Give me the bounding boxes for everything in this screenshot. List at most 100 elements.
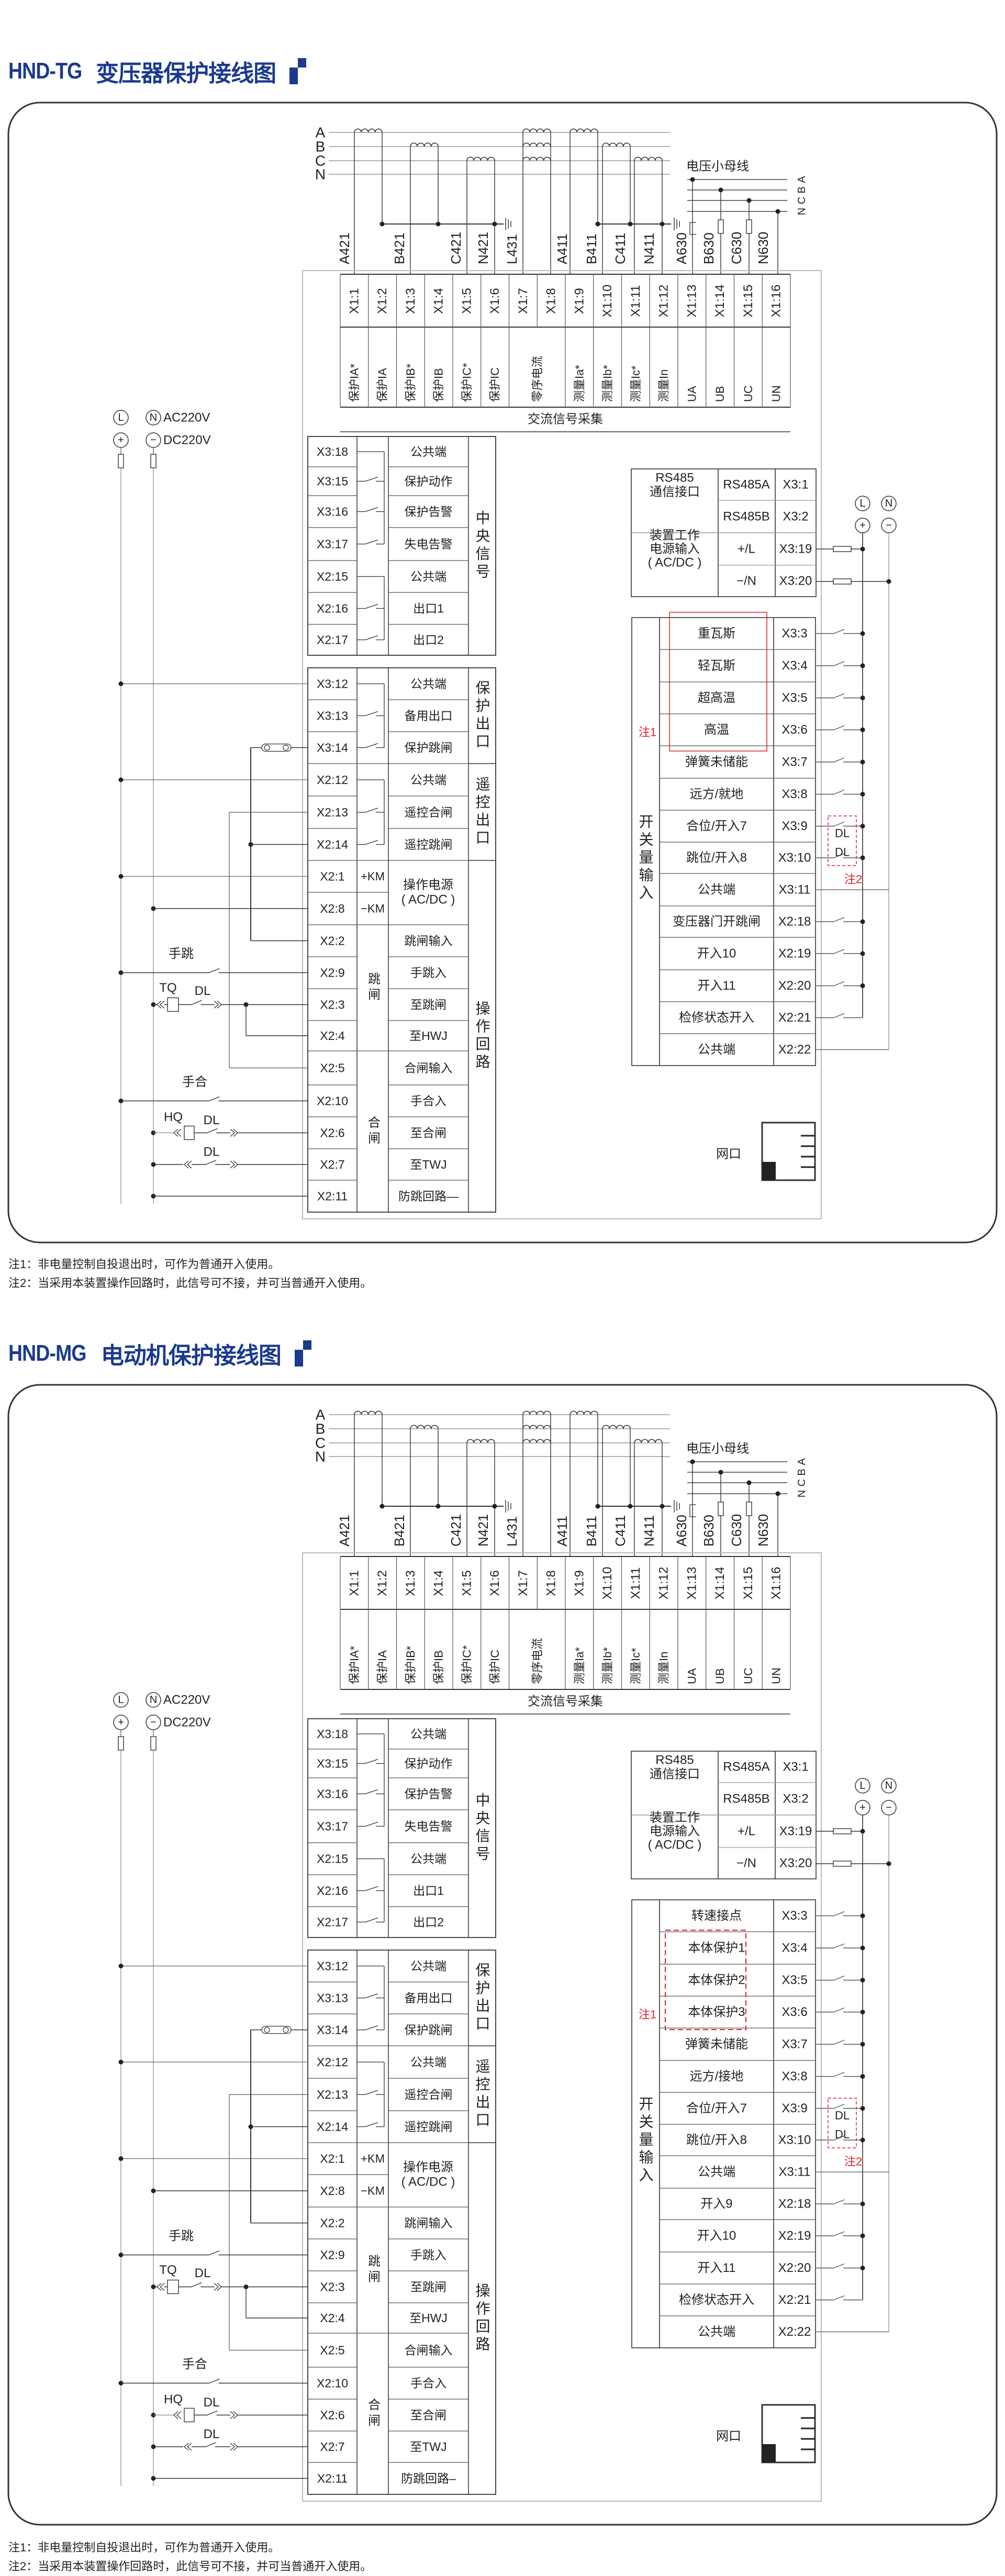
- dc220v-label: DC220V: [163, 433, 211, 447]
- contact-icon: [833, 949, 845, 954]
- x1-signal: UB: [713, 1668, 727, 1684]
- contact-icon: [833, 981, 845, 987]
- x1-terminal: X1:14: [713, 1567, 727, 1600]
- contact-icon: [191, 1000, 202, 1005]
- terminal-function: 手合入: [410, 1094, 446, 1108]
- wire-label: C421: [448, 1514, 464, 1547]
- junction-dot: [118, 1964, 124, 1968]
- comm-terminal: X3:1: [783, 1760, 808, 1774]
- x1-signal: 保护IB*: [404, 1645, 417, 1684]
- trip-group-label: 跳闸: [366, 972, 381, 1004]
- terminal-block: [307, 1950, 496, 2495]
- fuse-icon: [118, 454, 124, 468]
- comm-terminal: X3:1: [783, 478, 808, 492]
- terminal-group-label: 保护出口: [474, 680, 490, 751]
- terminal-number: X2:8: [320, 902, 344, 915]
- junction-dot: [118, 2059, 124, 2065]
- terminal-function: 合闸输入: [405, 1061, 453, 1075]
- junction-dot: [595, 221, 600, 227]
- breaker-aux-label: DL: [204, 2395, 220, 2410]
- fuse-icon: [150, 454, 157, 468]
- junction-dot: [660, 221, 665, 227]
- switch-input-terminal: X3:4: [781, 659, 807, 673]
- switch-input-label: 跳位/开入8: [686, 851, 747, 865]
- contact-icon: [833, 1013, 845, 1018]
- x1-terminal: X1:2: [375, 1570, 389, 1596]
- voltage-bus-label: 电压小母线: [686, 160, 749, 174]
- rs485-label: 通信接口: [650, 1767, 700, 1782]
- switch-input-label: 本体保护3: [688, 2005, 745, 2019]
- terminal-group-label: 遥控出口: [474, 776, 490, 847]
- switch-input-group-label: 开关量输入: [638, 2096, 654, 2185]
- network-port-icon: [762, 2444, 776, 2462]
- switch-input-label: 公共端: [698, 2165, 735, 2179]
- fuse-icon: [833, 1828, 852, 1834]
- ct-coil-icon: [466, 156, 495, 161]
- switch-input-terminal: X2:21: [778, 2293, 811, 2307]
- contact-icon: [833, 917, 845, 922]
- bus-phase-label: A: [796, 1458, 808, 1465]
- breaker-aux-label: DL: [204, 1145, 220, 1159]
- x1-terminal: X1:3: [404, 1570, 418, 1596]
- switch-input-label: 开入10: [697, 2229, 736, 2243]
- junction-dot: [379, 1504, 385, 1509]
- footnote-1: 注1：非电量控制自投退出时，可作为普通开入使用。: [8, 1258, 280, 1271]
- diagram-frame: [7, 1384, 998, 2526]
- contact-icon: [833, 2007, 845, 2013]
- switch-input-terminal: X3:3: [781, 626, 807, 641]
- terminal-group-label: 保护出口: [474, 1962, 490, 2033]
- breaker-aux-label: DL: [835, 2128, 850, 2141]
- terminal-function: 公共端: [410, 1727, 446, 1741]
- trip-coil-label: TQ: [159, 2263, 176, 2277]
- terminal-number: X2:9: [320, 2248, 344, 2262]
- comm-terminal: X3:2: [783, 1792, 808, 1806]
- relay-contact-icon: [365, 808, 378, 813]
- wire-label: B630: [701, 232, 717, 264]
- contact-icon: [207, 1128, 218, 1134]
- relay-contact-icon: [365, 635, 378, 641]
- switch-input-terminal: X3:9: [781, 819, 807, 833]
- terminal-number: X2:11: [317, 1190, 348, 1203]
- ac-signal-group-label: 交流信号采集: [528, 1695, 603, 1709]
- wire-label: L431: [504, 1516, 520, 1547]
- phase-label: N: [315, 166, 326, 183]
- terminal-number: X2:7: [320, 2440, 344, 2454]
- switch-input-label: 公共端: [698, 2325, 735, 2339]
- junction-dot: [860, 2233, 865, 2238]
- wire-label: A421: [337, 1515, 352, 1547]
- x1-terminal: X1:15: [741, 285, 755, 318]
- junction-dot: [118, 2156, 124, 2161]
- ct-coil-icon: [602, 142, 631, 147]
- terminal-number: X2:11: [317, 2472, 348, 2485]
- relay-contact-icon: [365, 2090, 378, 2095]
- junction-dot: [860, 1945, 865, 1951]
- relay-contact-icon: [365, 1759, 378, 1764]
- device-power-label: 装置工作: [650, 529, 700, 543]
- wire-label: B630: [701, 1515, 717, 1547]
- switch-input-label: 本体保护1: [688, 1941, 745, 1955]
- footnote-1: 注1：非电量控制自投退出时，可作为普通开入使用。: [8, 2541, 280, 2554]
- relay-contact-icon: [365, 539, 378, 545]
- terminal-function: 至合闸: [410, 2409, 446, 2422]
- switch-input-label: 弹簧未储能: [685, 2037, 748, 2052]
- terminal-group-label: 中央信号: [474, 1793, 490, 1864]
- contact-icon: [205, 1160, 217, 1165]
- ct-coil-icon: [634, 156, 663, 161]
- right-neutral-label: N: [885, 498, 892, 509]
- terminal-function: 备用出口: [405, 709, 453, 723]
- fuse-icon: [833, 546, 852, 552]
- contact-icon: [833, 2040, 845, 2045]
- plug-arrow-icon: [214, 1001, 222, 1009]
- terminal-function: 保护告警: [405, 505, 453, 519]
- junction-dot: [118, 777, 124, 782]
- terminal-function: 至跳闸: [410, 998, 446, 1012]
- x1-signal: 保护IB*: [404, 363, 417, 402]
- terminal-number: X3:13: [317, 709, 348, 723]
- x1-signal: 保护IB: [432, 1650, 445, 1684]
- switch-input-label: 检修状态开入: [679, 2293, 754, 2307]
- ac-neutral-icon: [146, 410, 161, 425]
- contact-icon: [833, 2263, 845, 2269]
- x1-terminal: X1:10: [600, 1567, 615, 1600]
- terminal-function: 失电告警: [405, 537, 453, 551]
- switch-input-label: 远方/接地: [690, 2069, 744, 2084]
